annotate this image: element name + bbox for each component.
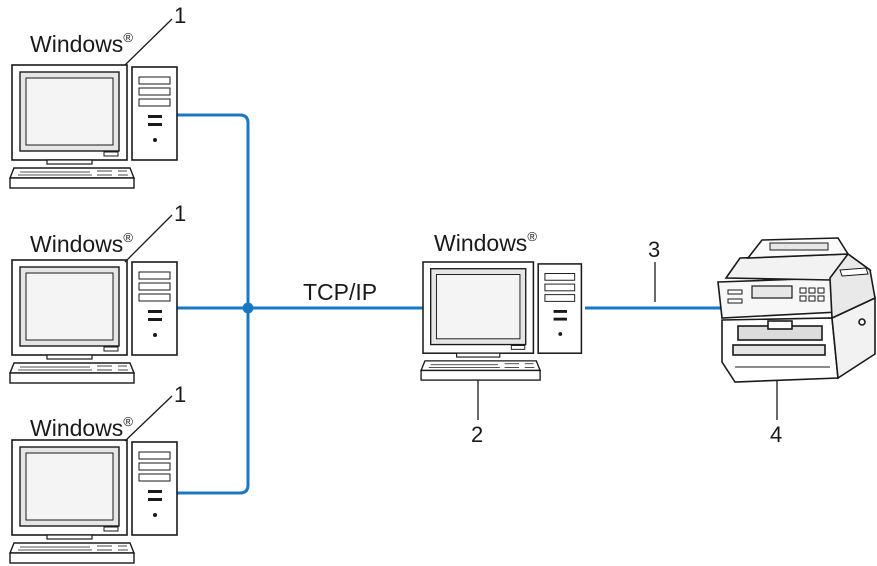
os-name: Windows <box>30 415 124 441</box>
registered-mark: ® <box>123 30 133 45</box>
callout-3: 3 <box>648 237 661 262</box>
registered-mark: ® <box>123 230 133 245</box>
network-junction <box>242 302 254 314</box>
protocol-label: TCP/IP <box>303 279 378 305</box>
os-name: Windows <box>30 231 124 257</box>
os-name: Windows <box>434 230 528 256</box>
multifunction-printer-icon <box>717 237 876 383</box>
callout-4: 4 <box>770 422 783 447</box>
server-computer <box>420 261 583 381</box>
client-label-1: Windows® <box>30 30 133 57</box>
registered-mark: ® <box>527 229 537 244</box>
callout-1c: 1 <box>174 382 187 407</box>
server-label: Windows® <box>434 229 537 256</box>
callout-1a: 1 <box>174 3 187 28</box>
os-name: Windows <box>30 31 124 57</box>
client-computer-3 <box>9 439 178 564</box>
client-label-3: Windows® <box>30 414 133 441</box>
client-computer-1 <box>9 64 178 189</box>
callout-leaders <box>124 18 778 442</box>
callout-1b: 1 <box>174 201 187 226</box>
registered-mark: ® <box>123 414 133 429</box>
client-label-2: Windows® <box>30 230 133 257</box>
client-computer-2 <box>9 259 178 384</box>
callout-2: 2 <box>471 422 484 447</box>
